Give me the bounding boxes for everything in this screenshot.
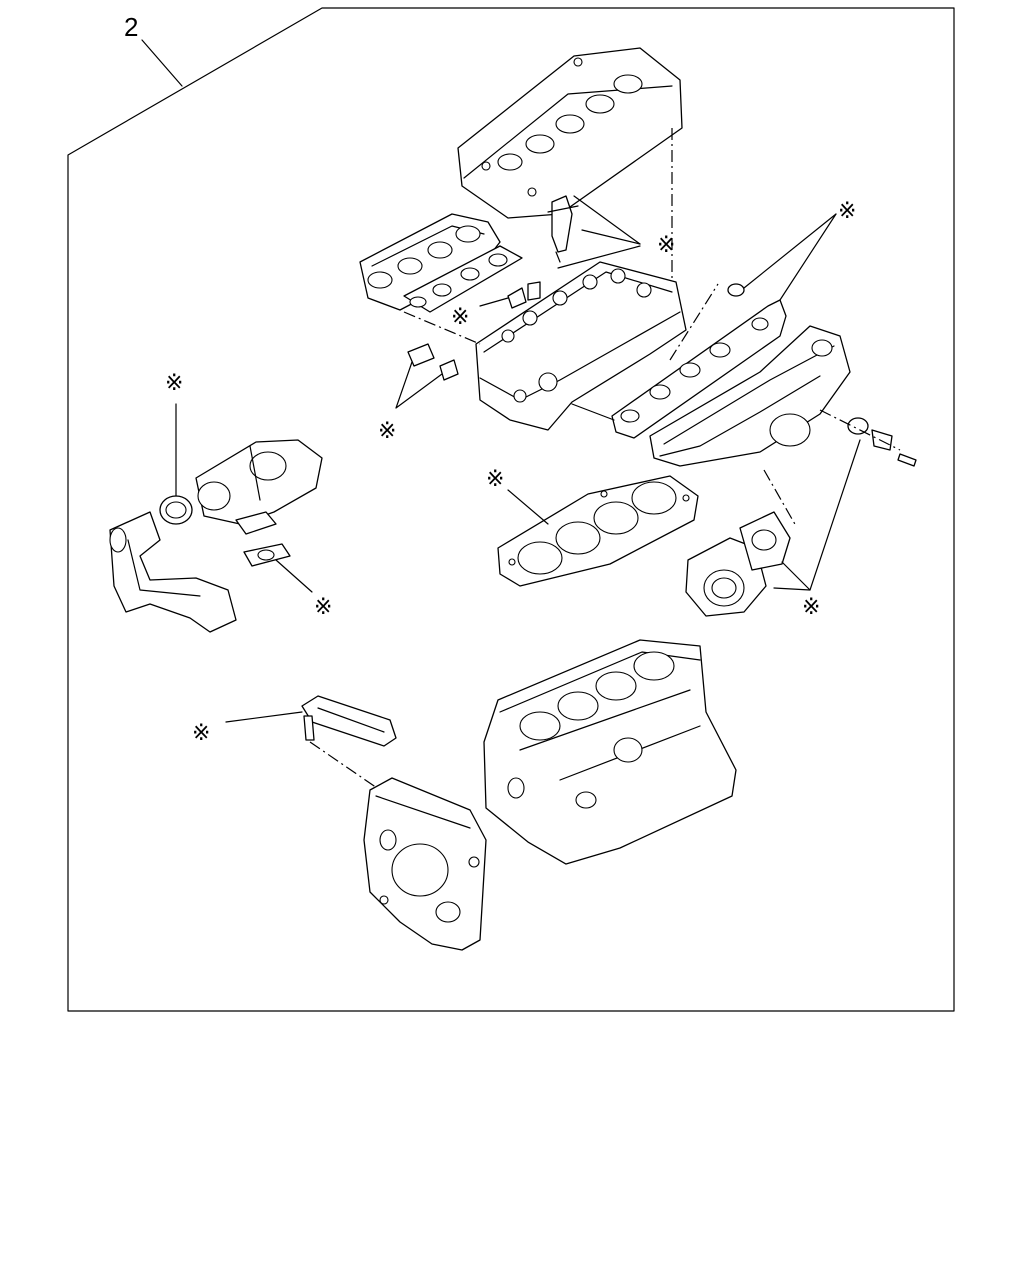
fuel-injector — [547, 195, 579, 263]
cylinder-block — [483, 639, 737, 865]
kit-marker-head-plug: ※ — [451, 305, 469, 330]
turbocharger — [195, 439, 323, 525]
temperature-sensor — [439, 359, 459, 381]
cylinder-head-gasket — [497, 475, 699, 587]
kit-marker-valve-cover: ※ — [657, 233, 675, 258]
callout-number: 2 — [124, 12, 138, 42]
bolt — [897, 453, 917, 467]
turbo-flange-gasket — [243, 543, 291, 567]
thermostat-sensor — [407, 343, 435, 367]
intake-manifold-gasket — [611, 299, 787, 439]
exhaust-pipe-gasket — [159, 495, 193, 525]
intake-manifold — [649, 325, 851, 467]
seal-ring — [727, 283, 745, 297]
valve-cover — [457, 47, 683, 219]
kit-marker-sensors: ※ — [378, 419, 396, 444]
kit-marker-intake-gasket: ※ — [838, 199, 856, 224]
kit-marker-front-cover-gasket: ※ — [192, 721, 210, 746]
cylinder-head — [475, 261, 687, 431]
front-cover — [363, 777, 487, 951]
throttle-body — [685, 537, 767, 617]
exhaust-pipe — [109, 511, 237, 633]
kit-marker-throttle-gasket: ※ — [802, 595, 820, 620]
turbo-outlet-flange — [235, 511, 277, 535]
callout-leader — [141, 39, 183, 87]
dowel-pin — [303, 715, 315, 741]
exhaust-manifold-gasket — [403, 245, 523, 313]
glow-plug — [527, 281, 541, 301]
front-cover-gasket — [301, 695, 397, 747]
kit-marker-turbo-gasket: ※ — [314, 595, 332, 620]
kit-marker-head-gasket: ※ — [486, 467, 504, 492]
water-fitting — [871, 429, 893, 451]
diagram-frame — [67, 7, 955, 1012]
kit-marker-exhaust-gasket: ※ — [165, 371, 183, 396]
throttle-gasket — [739, 511, 791, 571]
head-plug — [507, 287, 527, 309]
o-ring — [847, 417, 869, 435]
